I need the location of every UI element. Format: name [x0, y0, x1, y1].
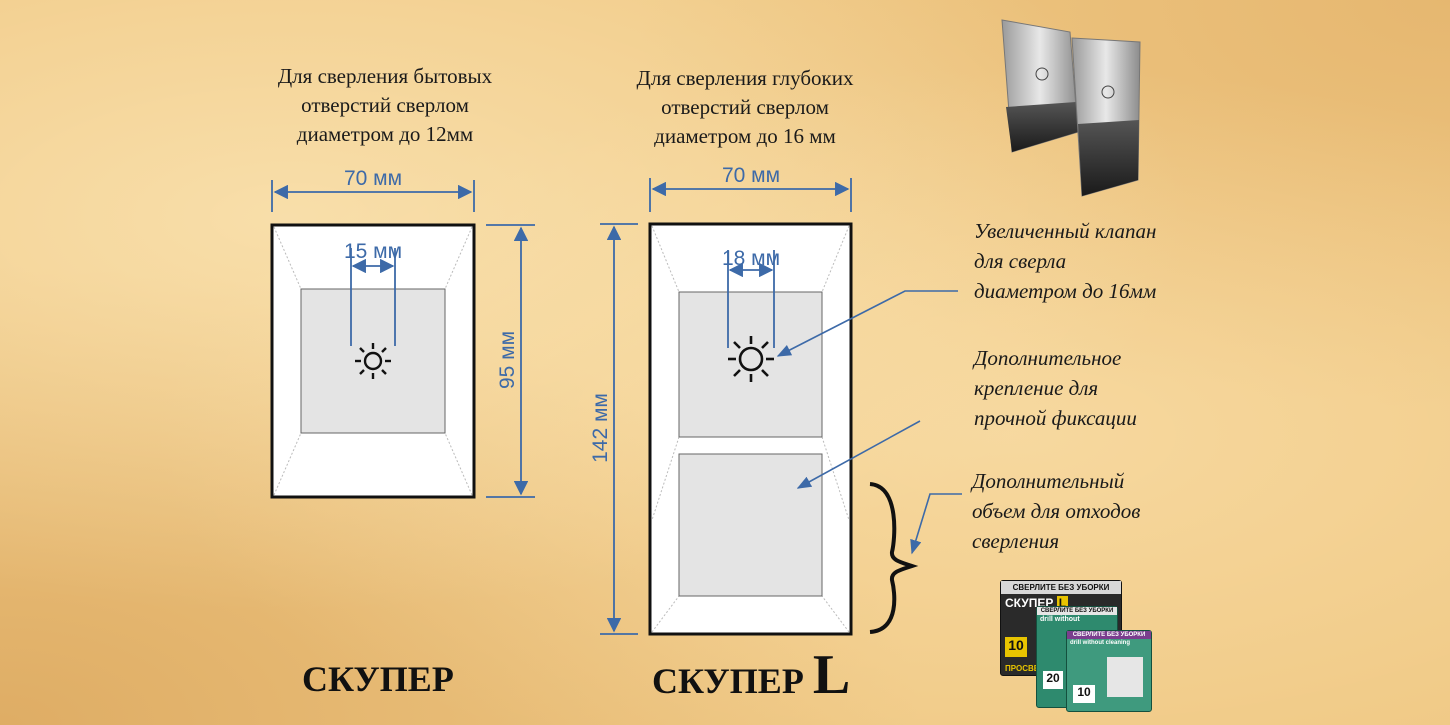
- note-volume: Дополнительный объем для отходов сверлен…: [972, 466, 1140, 556]
- package-back-footer: ПРОСВЕ: [1005, 664, 1040, 673]
- left-height-label: 95 мм: [496, 331, 519, 389]
- left-brand: СКУПЕР: [302, 659, 454, 699]
- right-caption-line-1: Для сверления глубоких: [636, 66, 854, 90]
- right-valve-label: 18 мм: [722, 247, 780, 270]
- left-caption: Для сверления бытовых отверстий сверлом …: [230, 62, 540, 149]
- right-brand-suffix: L: [812, 644, 851, 706]
- left-caption-line-1: Для сверления бытовых: [277, 64, 493, 88]
- valve-leader: [776, 290, 958, 357]
- left-bag: 70 мм 15 мм 95 мм: [270, 167, 535, 499]
- left-valve-icon: [355, 343, 391, 379]
- right-width-label: 70 мм: [722, 164, 780, 187]
- note-valve: Увеличенный клапан для сверла диаметром …: [974, 216, 1156, 306]
- left-caption-line-2: отверстий сверлом: [301, 93, 469, 117]
- package-middle-sub: drill without: [1040, 616, 1080, 623]
- note-fixing-line-2: крепление для: [974, 376, 1099, 400]
- fixing-leader: [796, 420, 921, 489]
- left-valve-panel: [300, 288, 446, 434]
- package-front: СВЕРЛИТЕ БЕЗ УБОРКИ drill without cleani…: [1066, 630, 1152, 712]
- package-back-count: 10: [1005, 637, 1027, 657]
- filled-bags-photo: [1001, 19, 1141, 197]
- right-valve-icon: [728, 336, 774, 382]
- package-front-window: [1107, 657, 1143, 697]
- right-waste-panel: [678, 453, 823, 597]
- note-volume-line-1: Дополнительный: [972, 469, 1125, 493]
- note-fixing-line-3: прочной фиксации: [974, 406, 1137, 430]
- left-width-label: 70 мм: [344, 167, 402, 190]
- package-front-sub: drill without cleaning: [1070, 640, 1130, 646]
- right-valve-panel: [678, 291, 823, 438]
- right-bag: 70 мм 18 мм 142 мм: [589, 164, 853, 636]
- right-caption: Для сверления глубоких отверстий сверлом…: [590, 64, 900, 151]
- note-valve-line-3: диаметром до 16мм: [974, 279, 1157, 303]
- package-middle-count: 20: [1043, 671, 1063, 689]
- note-valve-line-2: для сверла: [974, 249, 1067, 273]
- right-caption-line-3: диаметром до 16 мм: [654, 124, 836, 148]
- right-caption-line-2: отверстий сверлом: [661, 95, 829, 119]
- left-valve-label: 15 мм: [344, 240, 402, 263]
- leader-arrows: [776, 290, 962, 555]
- package-middle-header: СВЕРЛИТЕ БЕЗ УБОРКИ: [1037, 607, 1117, 615]
- left-caption-line-3: диаметром до 12мм: [296, 122, 474, 146]
- package-back-header: СВЕРЛИТЕ БЕЗ УБОРКИ: [1001, 581, 1121, 594]
- note-valve-line-1: Увеличенный клапан: [974, 219, 1157, 243]
- package-front-count: 10: [1073, 685, 1095, 703]
- bag-photo-left: [1001, 19, 1079, 153]
- volume-brace: [869, 482, 919, 634]
- product-packages: СВЕРЛИТЕ БЕЗ УБОРКИ СКУПЕР L 10 ПРОСВЕ С…: [996, 574, 1156, 714]
- right-brand: СКУПЕР L: [652, 644, 851, 706]
- right-height-label: 142 мм: [589, 393, 612, 463]
- note-fixing: Дополнительное крепление для прочной фик…: [974, 343, 1137, 433]
- note-fixing-line-1: Дополнительное: [974, 346, 1122, 370]
- note-volume-line-2: объем для отходов: [972, 499, 1141, 523]
- package-front-header: СВЕРЛИТЕ БЕЗ УБОРКИ: [1067, 631, 1151, 639]
- note-volume-line-3: сверления: [972, 529, 1060, 553]
- volume-leader: [910, 493, 962, 555]
- bag-photo-right: [1071, 37, 1141, 197]
